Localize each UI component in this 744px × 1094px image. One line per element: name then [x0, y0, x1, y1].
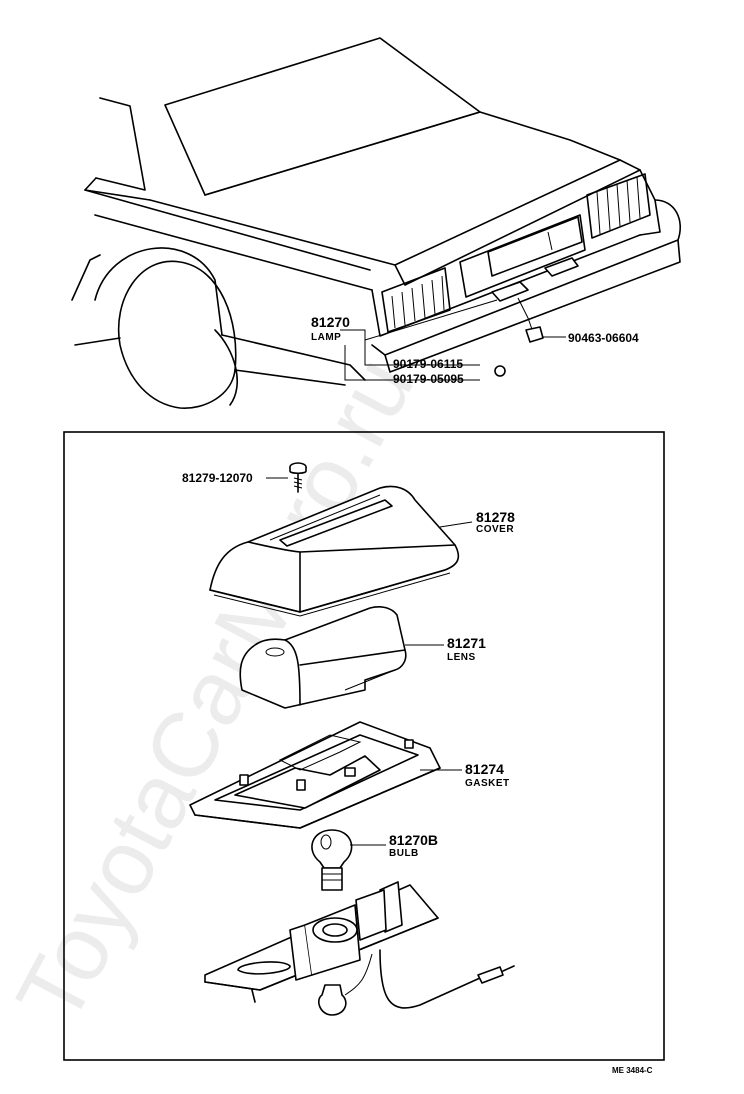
cover-illustration	[209, 485, 460, 617]
lamp-assembly-name: LAMP	[311, 332, 341, 343]
lens-part-number: 81271	[447, 635, 486, 651]
car-rear-illustration	[71, 37, 681, 409]
screw-part-number: 81279-12070	[182, 471, 253, 485]
screw-illustration	[289, 462, 307, 493]
lens-illustration	[239, 606, 407, 709]
diagram-code: ME 3484-C	[612, 1066, 653, 1075]
gasket-name: GASKET	[465, 778, 510, 789]
lens-name: LENS	[447, 652, 476, 663]
cover-part-number: 81278	[476, 509, 515, 525]
gasket-part-number: 81274	[465, 761, 504, 777]
bolt-lower-part-number: 90179-05095	[393, 372, 464, 386]
gasket-illustration	[189, 721, 441, 829]
cover-name: COVER	[476, 524, 514, 535]
lamp-assembly-part-number: 81270	[311, 314, 350, 330]
grommet-part-number: 90463-06604	[568, 331, 639, 345]
bulb-name: BULB	[389, 848, 419, 859]
lamp-housing-illustration	[204, 881, 515, 1016]
bulb-part-number: 81270B	[389, 832, 438, 848]
exploded-view-frame	[63, 431, 665, 1061]
bolt-upper-part-number: 90179-06115	[393, 357, 463, 371]
bulb-illustration	[311, 829, 353, 891]
